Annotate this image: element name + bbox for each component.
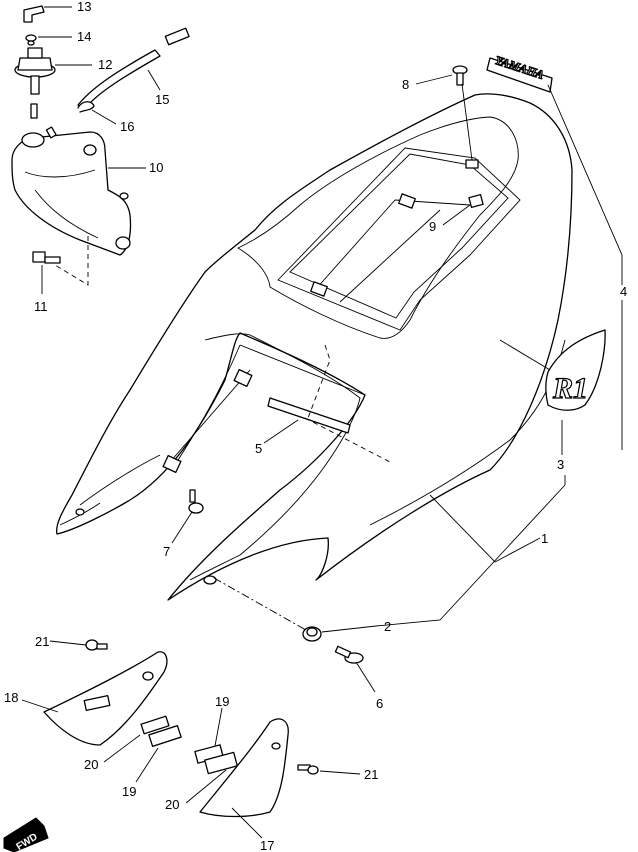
screw-7 [188,489,204,514]
callout-9: 9 [429,219,436,234]
r1-emblem: R1 [545,329,606,411]
side-cover-right [199,718,289,818]
screw-8 [452,65,468,86]
callout-8: 8 [402,77,409,92]
seat-cowl [56,93,573,601]
bolt-11 [32,251,61,264]
tank-cap [14,47,56,119]
callout-20-right: 20 [165,797,179,812]
callout-14: 14 [77,29,91,44]
grommet-axis-line [213,577,307,631]
damper-pads-right [194,744,238,775]
callout-17: 17 [260,838,274,852]
grommet-collar [302,626,322,642]
callout-7: 7 [163,544,170,559]
side-cover-left [43,651,168,746]
callout-1: 1 [541,531,548,546]
hose-clamp [77,101,95,113]
callout-18: 18 [4,690,18,705]
nut-9 [468,193,484,209]
callout-12: 12 [98,57,112,72]
callout-19-right: 19 [215,694,229,709]
callout-6: 6 [376,696,383,711]
callout-11: 11 [34,299,48,314]
foam-strip [267,344,391,463]
callout-numbers: 1 2 3 4 5 6 7 8 9 10 11 12 13 14 15 16 1… [4,0,627,852]
callout-19-left: 19 [122,784,136,799]
damper-pads-left [140,715,182,747]
hose-fitting [23,5,45,23]
callout-4: 4 [620,284,627,299]
callout-5: 5 [255,441,262,456]
reservoir-tank [11,126,132,286]
callout-21-left: 21 [35,634,49,649]
callout-15: 15 [155,92,169,107]
screw-21-right [297,764,319,775]
callout-21-right: 21 [364,767,378,782]
callout-2: 2 [384,619,391,634]
bolt-6 [334,645,364,664]
callout-20-left: 20 [84,757,98,772]
r1-emblem-text: R1 [552,372,588,405]
callout-10: 10 [149,160,163,175]
callout-3: 3 [557,457,564,472]
screw-21-left [85,639,108,651]
breather-hose [77,27,190,111]
leader-lines [21,6,623,839]
callout-16: 16 [120,119,134,134]
callout-13: 13 [77,0,91,14]
yamaha-decal: YAMAHA [486,52,553,93]
hose-clip [25,34,37,46]
fwd-arrow-badge: FWD [3,817,49,852]
